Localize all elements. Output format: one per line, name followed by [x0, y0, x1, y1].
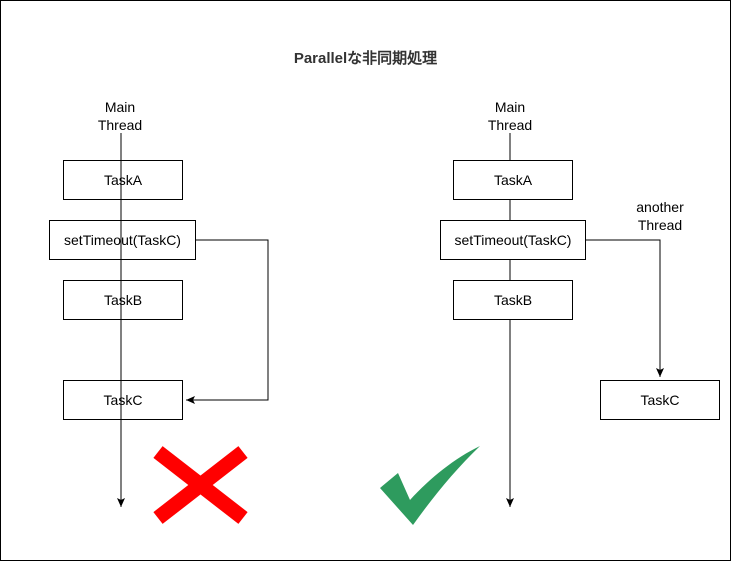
right-thread-label: Main Thread	[470, 98, 550, 134]
left-task-b-box: TaskB	[63, 280, 183, 320]
right-task-a-label: TaskA	[493, 172, 533, 188]
left-task-a-label: TaskA	[103, 172, 143, 188]
checkmark-icon	[380, 446, 480, 525]
left-thread-label-line2: Thread	[97, 117, 143, 133]
left-thread-label: Main Thread	[80, 98, 160, 134]
right-task-b-box: TaskB	[453, 280, 573, 320]
another-thread-label-line1: another	[636, 199, 684, 215]
left-thread-label-line1: Main	[104, 99, 136, 115]
left-settimeout-box: setTimeout(TaskC)	[49, 220, 196, 260]
right-settimeout-box: setTimeout(TaskC)	[440, 220, 586, 260]
right-task-c-box: TaskC	[600, 380, 720, 420]
left-callback-connector	[186, 239, 269, 404]
another-thread-label-line2: Thread	[637, 217, 683, 233]
left-settimeout-label: setTimeout(TaskC)	[64, 232, 181, 248]
diagram-title: Parallelな非同期処理	[293, 50, 438, 67]
left-task-a-box: TaskA	[63, 160, 183, 200]
right-thread-label-line2: Thread	[487, 117, 533, 133]
cross-icon	[153, 446, 248, 524]
another-thread-label: another Thread	[620, 198, 700, 234]
left-task-c-box: TaskC	[63, 380, 183, 420]
right-spawn-connector	[582, 239, 664, 377]
right-thread-label-line1: Main	[494, 99, 526, 115]
right-task-a-box: TaskA	[453, 160, 573, 200]
left-task-c-label: TaskC	[103, 392, 143, 408]
right-task-b-label: TaskB	[493, 292, 533, 308]
right-task-c-label: TaskC	[640, 392, 680, 408]
right-settimeout-label: setTimeout(TaskC)	[454, 232, 572, 248]
left-task-b-label: TaskB	[103, 292, 143, 308]
